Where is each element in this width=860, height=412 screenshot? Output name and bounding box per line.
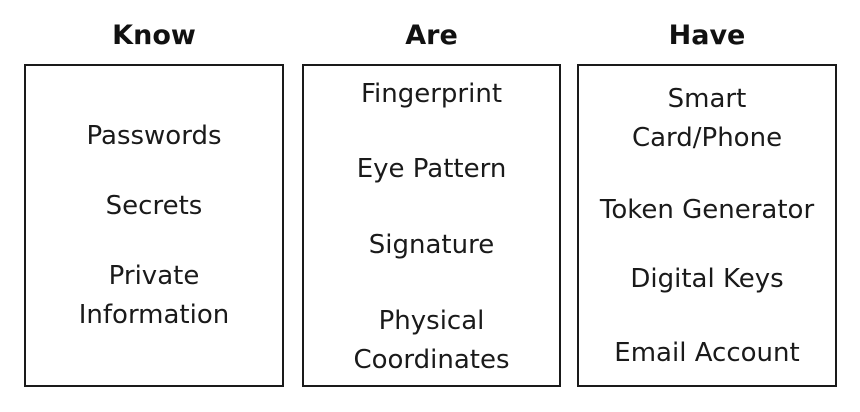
column-title-have: Have — [668, 20, 746, 51]
item-smart-card-phone: Smart Card/Phone — [631, 84, 783, 153]
column-box-have: Smart Card/Phone Token Generator Digital… — [577, 64, 837, 387]
item-private-information: Private Information — [78, 261, 230, 330]
item-physical-coordinates: Physical Coordinates — [353, 306, 510, 375]
column-title-are: Are — [405, 20, 458, 51]
item-passwords: Passwords — [86, 121, 222, 151]
item-eye-pattern: Eye Pattern — [356, 154, 507, 184]
column-box-know: Passwords Secrets Private Information — [24, 64, 284, 387]
column-title-know: Know — [112, 20, 196, 51]
item-fingerprint: Fingerprint — [360, 79, 503, 109]
item-signature: Signature — [368, 230, 495, 260]
item-secrets: Secrets — [105, 191, 203, 221]
column-box-are: Fingerprint Eye Pattern Signature Physic… — [302, 64, 561, 387]
item-digital-keys: Digital Keys — [630, 264, 784, 294]
item-token-generator: Token Generator — [599, 195, 815, 225]
item-email-account: Email Account — [614, 338, 800, 368]
